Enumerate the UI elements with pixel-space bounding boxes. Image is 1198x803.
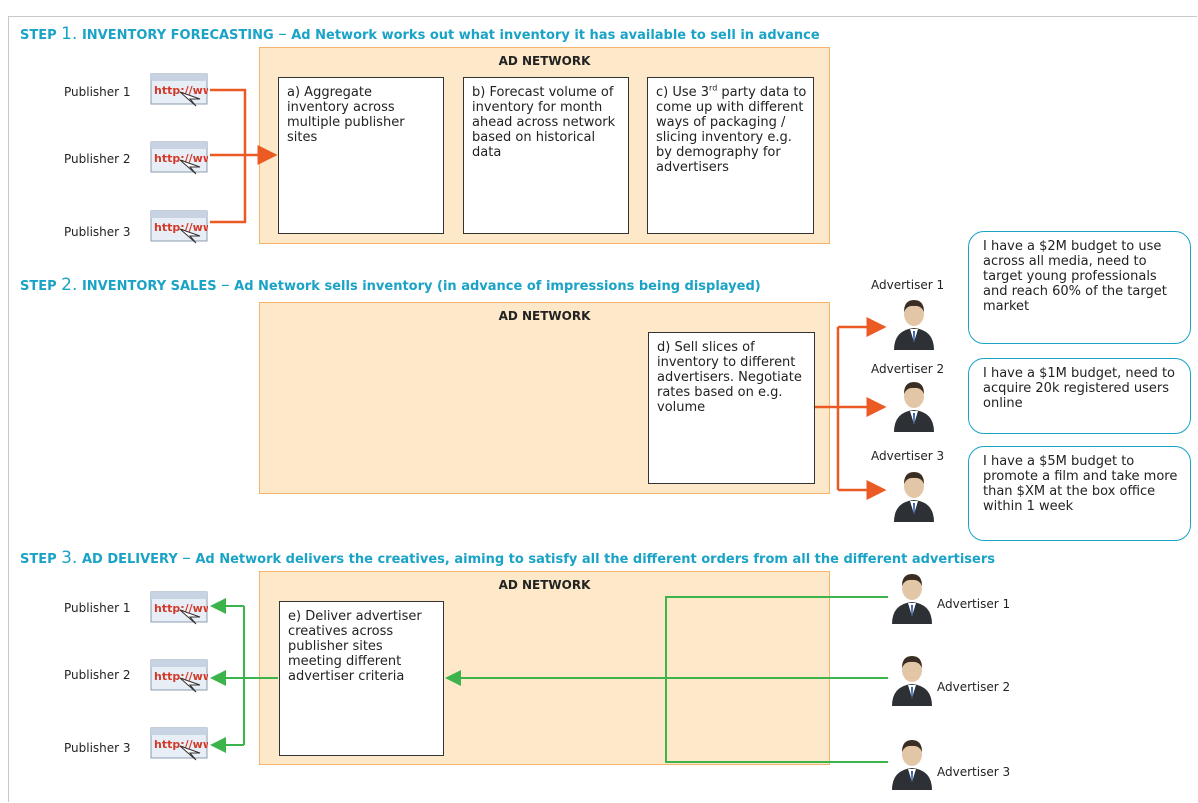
green-arrow-network-to-publishers — [210, 598, 278, 753]
box-sell-slices: d) Sell slices of inventory to different… — [648, 332, 815, 484]
ad-network-label: AD NETWORK — [498, 578, 591, 592]
svg-text:http://ww: http://ww — [154, 221, 208, 234]
web-browser-icon: http://ww — [150, 727, 208, 761]
publisher-1-label: Publisher 1 — [64, 85, 131, 99]
advertiser-1-label: Advertiser 1 — [871, 278, 945, 292]
ad-network-label: AD NETWORK — [498, 54, 591, 68]
businessman-icon — [894, 300, 934, 350]
svg-text:http://ww: http://ww — [154, 84, 208, 97]
speech-bubble-advertiser-1: I have a $2M budget to use across all me… — [968, 231, 1191, 344]
advertiser-3-label: Advertiser 3 — [871, 449, 945, 463]
advertiser-3-label: Advertiser 3 — [937, 765, 1011, 779]
web-browser-icon: http://ww — [150, 591, 208, 625]
svg-text:http://ww: http://ww — [154, 738, 208, 751]
svg-text:http://ww: http://ww — [154, 152, 208, 165]
box-third-party-data: c) Use 3rd party data to come up with di… — [647, 77, 814, 234]
web-browser-icon: http://ww — [150, 659, 208, 693]
advertiser-2-label: Advertiser 2 — [871, 362, 945, 376]
green-arrow-advertisers-to-network — [445, 596, 888, 763]
speech-bubble-advertiser-2: I have a $1M budget, need to acquire 20k… — [968, 358, 1191, 434]
box-forecast-volume: b) Forecast volume of inventory for mont… — [463, 77, 629, 234]
svg-text:http://ww: http://ww — [154, 602, 208, 615]
orange-arrow-publishers-to-network — [210, 88, 278, 224]
box-aggregate-inventory: a) Aggregate inventory across multiple p… — [278, 77, 444, 234]
businessman-icon — [892, 740, 932, 790]
step3-title: STEP 3. AD DELIVERY – Ad Network deliver… — [20, 548, 995, 568]
businessman-icon — [892, 656, 932, 706]
step2-title: STEP 2. INVENTORY SALES – Ad Network sel… — [20, 275, 761, 295]
step1-title: STEP 1. INVENTORY FORECASTING – Ad Netwo… — [20, 24, 820, 44]
web-browser-icon: http://ww — [150, 210, 208, 244]
ad-network-label: AD NETWORK — [498, 309, 591, 323]
publisher-3-label: Publisher 3 — [64, 741, 131, 755]
advertiser-1-label: Advertiser 1 — [937, 597, 1011, 611]
orange-arrow-network-to-advertisers — [815, 317, 887, 500]
publisher-1-label: Publisher 1 — [64, 601, 131, 615]
publisher-3-label: Publisher 3 — [64, 225, 131, 239]
svg-text:http://ww: http://ww — [154, 670, 208, 683]
web-browser-icon: http://ww — [150, 141, 208, 175]
businessman-icon — [894, 472, 934, 522]
publisher-2-label: Publisher 2 — [64, 152, 131, 166]
diagram-frame — [8, 16, 1197, 802]
web-browser-icon: http://ww — [150, 73, 208, 107]
publisher-2-label: Publisher 2 — [64, 668, 131, 682]
box-deliver-creatives: e) Deliver advertiser creatives across p… — [279, 601, 444, 756]
businessman-icon — [892, 574, 932, 624]
advertiser-2-label: Advertiser 2 — [937, 680, 1011, 694]
businessman-icon — [894, 382, 934, 432]
speech-bubble-advertiser-3: I have a $5M budget to promote a film an… — [968, 446, 1191, 541]
